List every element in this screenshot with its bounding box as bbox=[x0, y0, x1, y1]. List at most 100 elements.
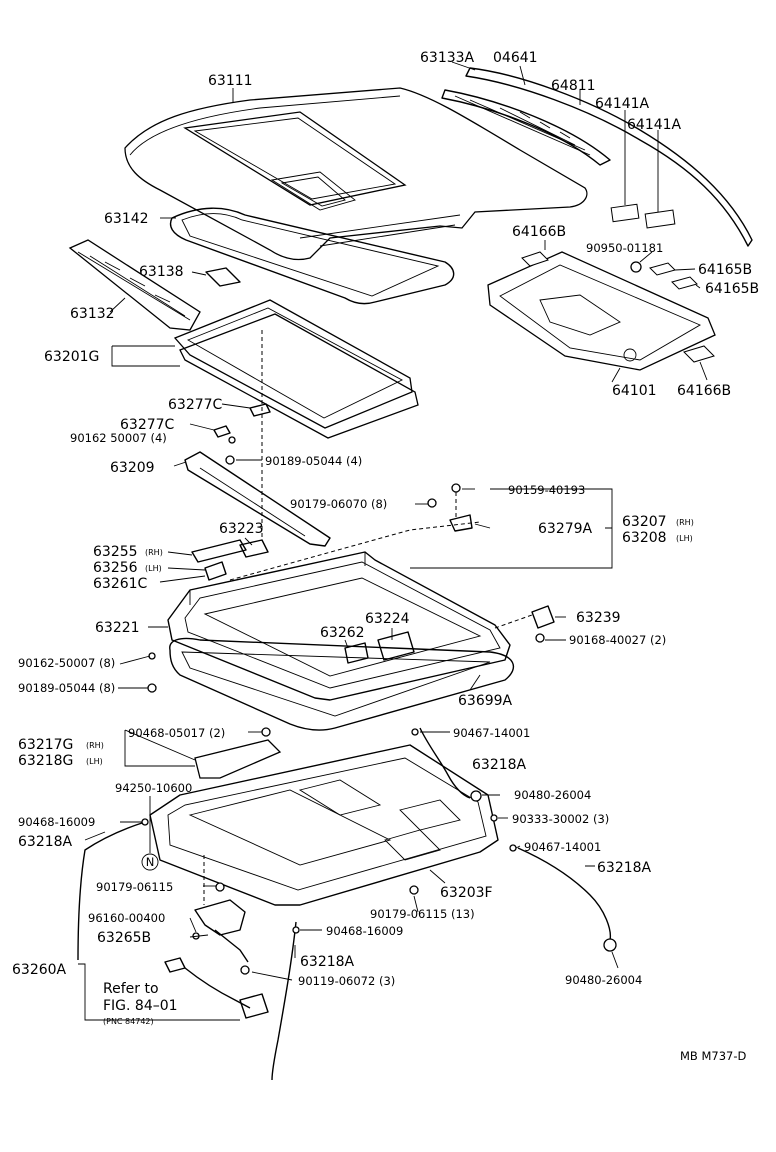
label-90480-26004-b: 90480-26004 bbox=[565, 973, 642, 987]
label-63277C-b: 63277C bbox=[120, 417, 175, 433]
grommet-90480-a bbox=[470, 790, 482, 802]
refer-line-2: FIG. 84–01 bbox=[103, 998, 178, 1014]
label-04641: 04641 bbox=[493, 50, 538, 66]
roof-side-rails bbox=[441, 67, 753, 247]
roof-panel-63111 bbox=[124, 87, 588, 261]
label-64166B-a: 64166B bbox=[512, 224, 566, 240]
screw-90189-b bbox=[147, 683, 157, 693]
label-90179-06115-13: 90179-06115 (13) bbox=[370, 907, 475, 921]
hose-63218A-front-right bbox=[419, 727, 471, 799]
guide-line-frame bbox=[229, 521, 481, 581]
label-90950-01181: 90950-01181 bbox=[586, 241, 663, 255]
bracket-63224 bbox=[377, 631, 415, 661]
label-64141A-a: 64141A bbox=[595, 96, 650, 112]
label-90162-50007-8: 90162-50007 (8) bbox=[18, 656, 115, 670]
nut-90468-05017 bbox=[261, 727, 271, 737]
hose-63218A-rear-right bbox=[517, 847, 612, 941]
label-63279A: 63279A bbox=[538, 521, 593, 537]
guide-line-clip bbox=[494, 614, 533, 629]
label-63224: 63224 bbox=[365, 611, 410, 627]
bracket-63223 bbox=[239, 539, 269, 558]
motor-cable-63260A bbox=[164, 957, 269, 1019]
label-63260A: 63260A bbox=[12, 962, 67, 978]
clip-63138 bbox=[205, 267, 241, 287]
label-63699A: 63699A bbox=[458, 693, 513, 709]
front-panel-63132 bbox=[68, 239, 201, 331]
clamp-90467-b bbox=[509, 844, 517, 852]
marker-n-circle bbox=[141, 853, 159, 871]
label-63218G: 63218G bbox=[18, 753, 73, 769]
label-63208-side: (LH) bbox=[676, 534, 693, 543]
label-96160-00400: 96160-00400 bbox=[88, 911, 165, 925]
label-63207: 63207 bbox=[622, 514, 667, 530]
nut-90179-06115-a bbox=[215, 882, 225, 892]
label-63221: 63221 bbox=[95, 620, 140, 636]
housing-63203F bbox=[149, 744, 499, 906]
link-arm-63209 bbox=[184, 451, 331, 547]
nut-90179-06115-b bbox=[409, 885, 419, 895]
pad-64165B-b bbox=[671, 276, 698, 290]
label-63255: 63255 bbox=[93, 544, 138, 560]
bracket-63265B bbox=[194, 899, 249, 963]
label-63138: 63138 bbox=[139, 264, 184, 280]
label-90159-40193: 90159-40193 bbox=[508, 483, 585, 497]
bracket-63277C bbox=[249, 403, 271, 417]
pad-64141A-a bbox=[610, 203, 640, 223]
label-63255-side: (RH) bbox=[145, 548, 163, 557]
bolt-90159 bbox=[451, 483, 461, 493]
label-64101: 64101 bbox=[612, 383, 657, 399]
clamp-90467-a bbox=[411, 728, 419, 736]
seal-63699A bbox=[169, 637, 515, 731]
bracket-63255 bbox=[191, 539, 247, 563]
label-90468-16009-a: 90468-16009 bbox=[18, 815, 95, 829]
label-63239: 63239 bbox=[576, 610, 621, 626]
label-63133A: 63133A bbox=[420, 50, 475, 66]
label-63142: 63142 bbox=[104, 211, 149, 227]
label-90179-06070-8: 90179-06070 (8) bbox=[290, 497, 387, 511]
label-90467-14001-b: 90467-14001 bbox=[524, 840, 601, 854]
washer-90333 bbox=[490, 814, 498, 822]
label-63218A-b: 63218A bbox=[18, 834, 73, 850]
label-90162-50007-4: 90162 50007 (4) bbox=[70, 431, 167, 445]
label-90189-05044-8: 90189-05044 (8) bbox=[18, 681, 115, 695]
refer-line-3: (PNC 84742) bbox=[103, 1017, 154, 1026]
sunshade-64101 bbox=[487, 251, 716, 371]
weatherstrip-63142 bbox=[169, 207, 455, 305]
label-63217G-side: (RH) bbox=[86, 741, 104, 750]
bolt-90168 bbox=[535, 633, 545, 643]
label-90189-05044-4: 90189-05044 (4) bbox=[265, 454, 362, 468]
bracket-63279A bbox=[449, 514, 473, 532]
label-90468-16009-b: 90468-16009 bbox=[326, 924, 403, 938]
clip-63239 bbox=[531, 605, 555, 629]
label-64166B-b: 64166B bbox=[677, 383, 731, 399]
hose-63218A-rear-left bbox=[271, 921, 297, 1081]
label-64141A-b: 64141A bbox=[627, 117, 682, 133]
label-90467-14001-a: 90467-14001 bbox=[453, 726, 530, 740]
label-63218G-side: (LH) bbox=[86, 757, 103, 766]
diagram-code: MB M737-D bbox=[680, 1049, 746, 1063]
label-63262: 63262 bbox=[320, 625, 365, 641]
grommet-90480-b bbox=[603, 938, 617, 952]
label-63218A-d: 63218A bbox=[300, 954, 355, 970]
bracket-63277C-b bbox=[213, 425, 231, 438]
label-63203F: 63203F bbox=[440, 885, 493, 901]
refer-line-1: Refer to bbox=[103, 981, 159, 997]
label-63209: 63209 bbox=[110, 460, 155, 476]
screw-90189-a bbox=[225, 455, 235, 465]
label-63208: 63208 bbox=[622, 530, 667, 546]
label-90333-30002-3: 90333-30002 (3) bbox=[512, 812, 609, 826]
pad-64165B-a bbox=[649, 262, 676, 276]
label-63111: 63111 bbox=[208, 73, 253, 89]
pad-64166B-b bbox=[683, 345, 715, 363]
label-90119-06072-3: 90119-06072 (3) bbox=[298, 974, 395, 988]
part-63261C bbox=[204, 561, 227, 581]
label-64811: 64811 bbox=[551, 78, 596, 94]
label-94250-10600: 94250-10600 bbox=[115, 781, 192, 795]
label-63261C: 63261C bbox=[93, 576, 148, 592]
bracket-63262 bbox=[344, 642, 369, 664]
label-63132: 63132 bbox=[70, 306, 115, 322]
bracket-63217G bbox=[194, 739, 282, 779]
label-63265B: 63265B bbox=[97, 930, 151, 946]
label-64165B-b: 64165B bbox=[705, 281, 759, 297]
